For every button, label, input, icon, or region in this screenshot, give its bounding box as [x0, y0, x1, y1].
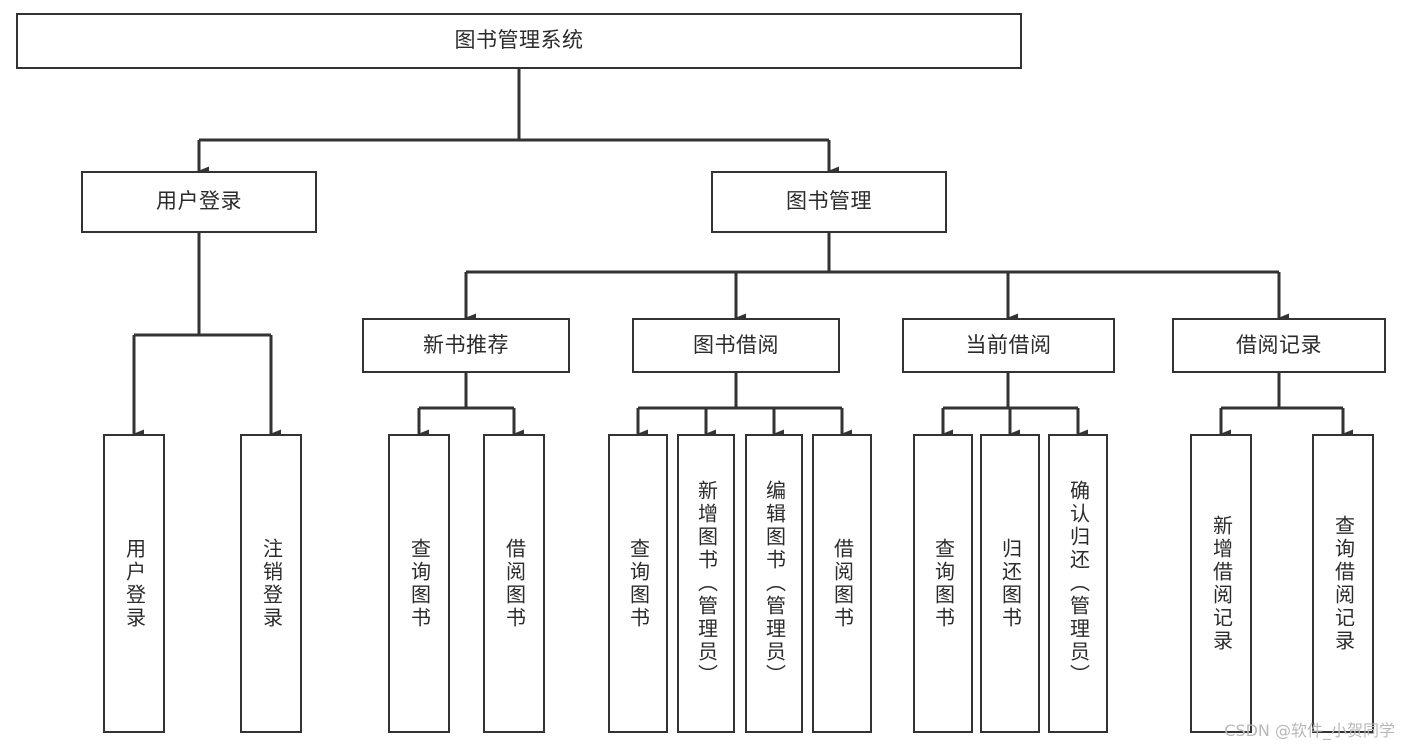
node-leaf-borrow-book-recommend-label: 借阅图书: [502, 537, 527, 630]
node-leaf-add-book-admin[interactable]: 新增图书（管理员）: [677, 434, 735, 733]
node-user-login[interactable]: 用户登录: [81, 171, 317, 233]
node-leaf-add-borrow-record[interactable]: 新增借阅记录: [1190, 434, 1252, 733]
node-leaf-add-borrow-record-label: 新增借阅记录: [1209, 514, 1234, 653]
node-leaf-confirm-return-admin-label: 确认归还（管理员）: [1066, 480, 1091, 687]
node-leaf-user-logout[interactable]: 注销登录: [240, 434, 302, 733]
node-root[interactable]: 图书管理系统: [16, 13, 1022, 69]
node-leaf-query-book-current[interactable]: 查询图书: [913, 434, 973, 733]
node-book-borrow[interactable]: 图书借阅: [632, 318, 840, 373]
node-borrow-record[interactable]: 借阅记录: [1172, 318, 1386, 373]
node-leaf-user-logout-label: 注销登录: [259, 537, 284, 630]
node-leaf-borrow-book-label: 借阅图书: [830, 537, 855, 630]
node-leaf-borrow-book-recommend[interactable]: 借阅图书: [483, 434, 545, 733]
node-leaf-query-borrow-record-label: 查询借阅记录: [1331, 514, 1356, 653]
node-leaf-query-book-current-label: 查询图书: [931, 537, 956, 630]
node-leaf-confirm-return-admin[interactable]: 确认归还（管理员）: [1048, 434, 1108, 733]
node-leaf-query-borrow-record[interactable]: 查询借阅记录: [1312, 434, 1374, 733]
node-user-login-label: 用户登录: [156, 189, 242, 214]
node-leaf-query-book-recommend[interactable]: 查询图书: [388, 434, 450, 733]
node-root-label: 图书管理系统: [454, 28, 584, 53]
node-current-borrow[interactable]: 当前借阅: [902, 318, 1115, 373]
node-leaf-query-book-recommend-label: 查询图书: [407, 537, 432, 630]
node-new-book-recommend[interactable]: 新书推荐: [362, 318, 570, 373]
node-leaf-user-login-label: 用户登录: [122, 537, 147, 630]
node-leaf-return-book-label: 归还图书: [998, 537, 1023, 630]
node-book-management[interactable]: 图书管理: [711, 171, 947, 233]
node-current-borrow-label: 当前借阅: [965, 332, 1052, 357]
node-leaf-borrow-book[interactable]: 借阅图书: [812, 434, 872, 733]
node-leaf-user-login[interactable]: 用户登录: [103, 434, 165, 733]
node-leaf-edit-book-admin[interactable]: 编辑图书（管理员）: [745, 434, 803, 733]
node-book-borrow-label: 图书借阅: [693, 332, 779, 357]
node-book-management-label: 图书管理: [786, 189, 872, 214]
node-leaf-add-book-admin-label: 新增图书（管理员）: [694, 480, 719, 687]
node-leaf-return-book[interactable]: 归还图书: [980, 434, 1040, 733]
node-leaf-query-book-borrow-label: 查询图书: [626, 537, 651, 630]
node-leaf-edit-book-admin-label: 编辑图书（管理员）: [762, 480, 787, 687]
node-new-book-recommend-label: 新书推荐: [423, 332, 509, 357]
node-borrow-record-label: 借阅记录: [1236, 332, 1322, 357]
node-leaf-query-book-borrow[interactable]: 查询图书: [608, 434, 668, 733]
